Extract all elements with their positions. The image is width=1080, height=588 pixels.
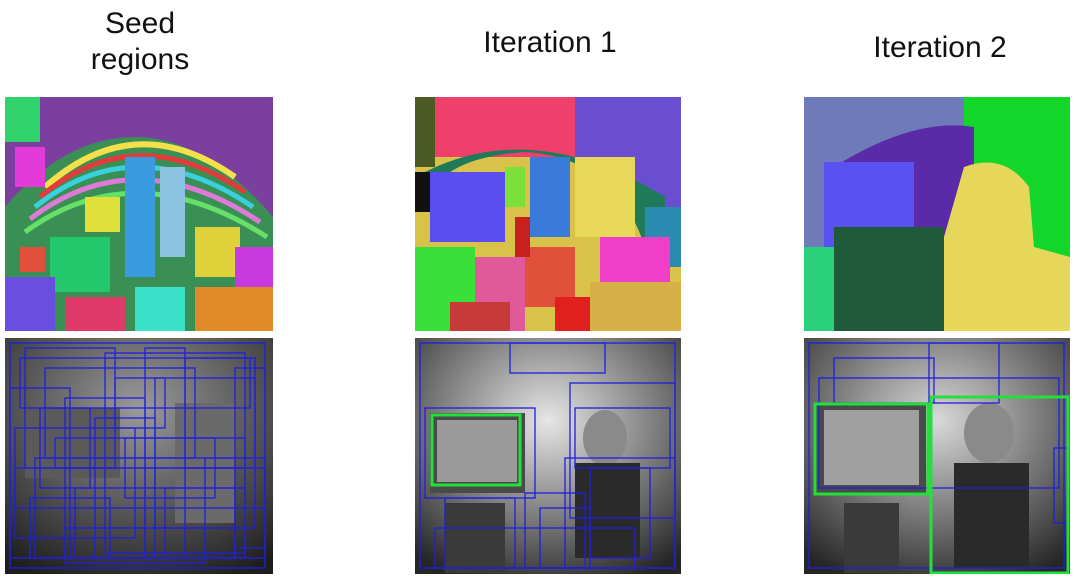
title-seed-line2: regions xyxy=(90,43,190,76)
photo-with-boxes-iter1-icon xyxy=(415,338,681,574)
photo-with-boxes-iter2-icon xyxy=(804,338,1070,574)
segmentation-map-iter2-icon xyxy=(804,97,1070,331)
seed-regions-photo-boxes xyxy=(5,338,273,574)
segmentation-map-iter1-icon xyxy=(415,97,681,331)
title-seed-regions: Seed regions xyxy=(55,6,225,78)
title-seed-line1: Seed xyxy=(104,7,176,40)
title-iteration-1: Iteration 1 xyxy=(483,26,617,59)
seed-regions-segmentation xyxy=(5,97,273,331)
photo-with-boxes-seed-icon xyxy=(5,338,273,574)
iteration-2-photo-boxes xyxy=(804,338,1070,574)
iteration-1-photo-boxes xyxy=(415,338,681,574)
iteration-2-segmentation xyxy=(804,97,1070,331)
title-iteration-2: Iteration 2 xyxy=(873,31,1007,64)
iteration-1-segmentation xyxy=(415,97,681,331)
segmentation-map-seed-icon xyxy=(5,97,273,331)
